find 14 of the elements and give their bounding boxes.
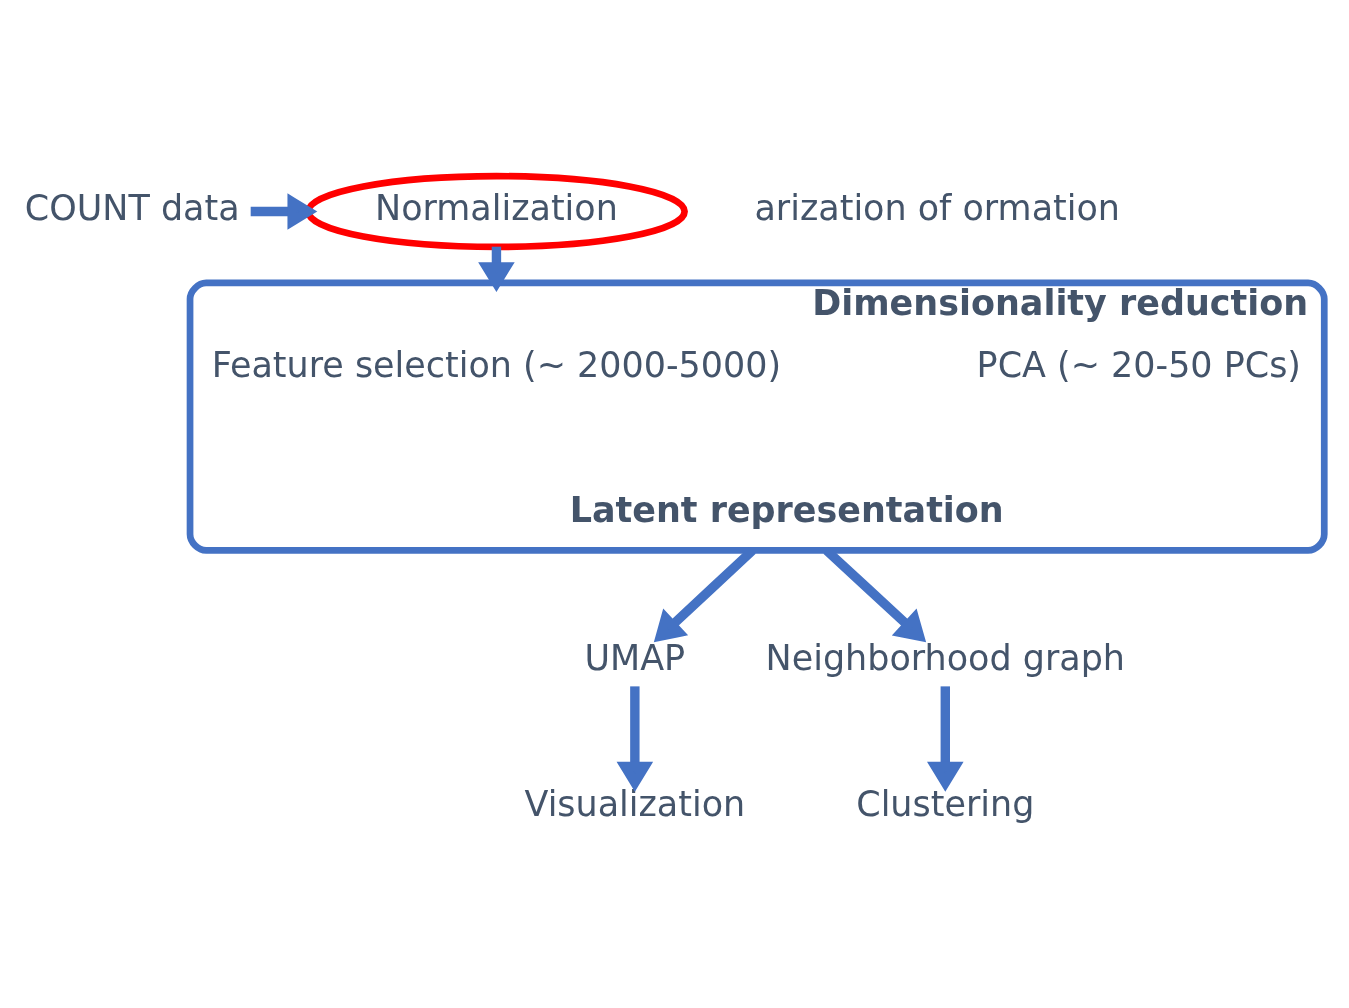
- label: arization of ormation: [754, 187, 1120, 228]
- arrow: [250, 192, 318, 230]
- arrow: [478, 246, 515, 292]
- node-text: Visualization: [524, 783, 746, 824]
- node-text: COUNT data: [24, 187, 240, 228]
- node-ellipse: Normalization: [304, 172, 688, 250]
- node-text: PCA (~ 20-50 PCs): [976, 344, 1302, 385]
- arrow: [927, 685, 964, 792]
- node-text: Feature selection (~ 2000-5000): [211, 344, 782, 385]
- node-text: Clustering: [856, 783, 1035, 824]
- node-text: UMAP: [584, 637, 686, 678]
- arrow: [616, 685, 654, 792]
- node-text: Neighborhood graph: [765, 637, 1125, 678]
- node-text: Latent representation: [569, 489, 1004, 530]
